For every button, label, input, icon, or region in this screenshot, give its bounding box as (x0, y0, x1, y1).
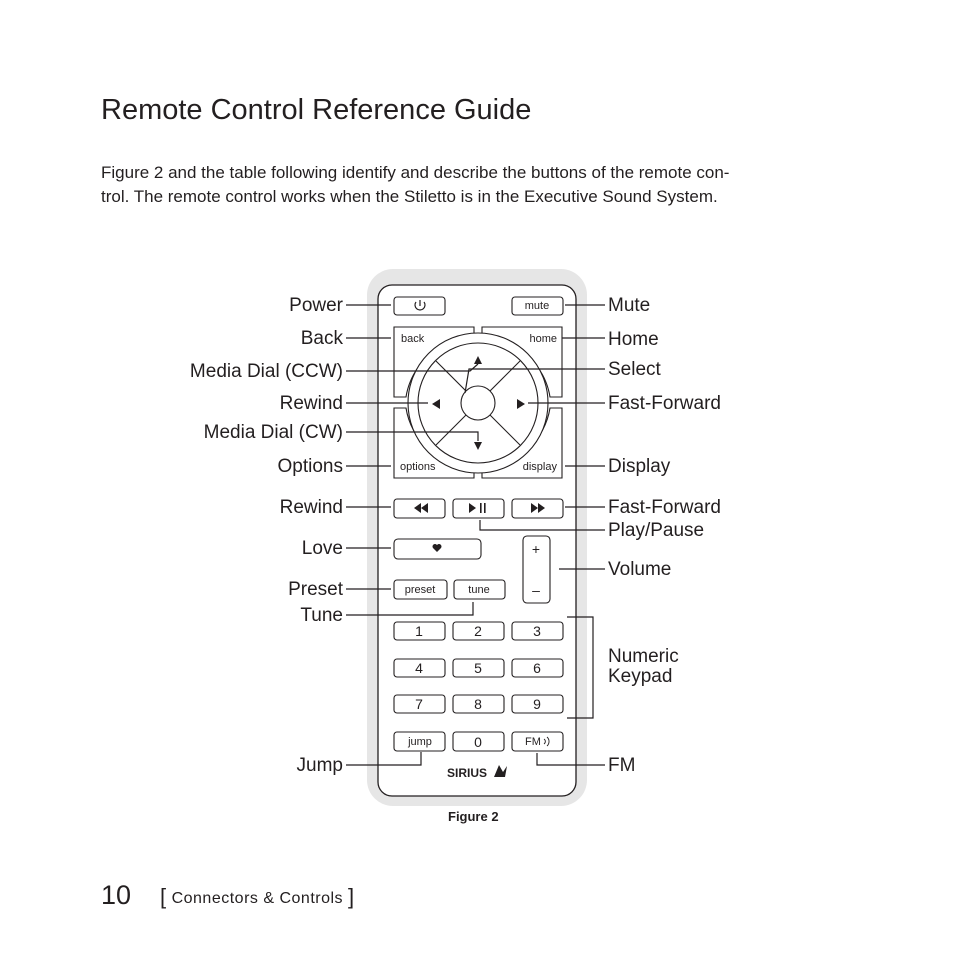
key-label: 7 (415, 696, 423, 712)
key-4[interactable] (393, 658, 446, 678)
tune-button-label: tune (468, 584, 489, 596)
key-7[interactable] (393, 694, 446, 714)
callout-display: Display (608, 456, 671, 477)
section-footer: [ Connectors & Controls ] (160, 883, 355, 909)
key-8[interactable] (452, 694, 505, 714)
fast-forward-icon (531, 503, 545, 513)
key-label: 9 (533, 696, 541, 712)
dial-divider (489, 360, 521, 392)
dial-up-arrow-icon (474, 356, 482, 364)
home-button-label: home (529, 333, 557, 345)
volume-minus-label: – (532, 582, 540, 598)
dial-down-arrow-icon (474, 442, 482, 450)
key-0[interactable] (452, 731, 505, 752)
page-number: 10 (101, 880, 132, 910)
intro-line-1: Figure 2 and the table following identif… (101, 163, 730, 182)
svg-text:SIRIUS: SIRIUS (447, 766, 487, 780)
callout-options: Options (278, 456, 343, 477)
callout-home: Home (608, 329, 659, 350)
callout-keypad: Keypad (608, 666, 672, 687)
play-pause-icon (469, 503, 486, 513)
intro-paragraph: Figure 2 and the table following identif… (101, 161, 841, 209)
callout-preset: Preset (288, 579, 344, 600)
key-0-label: 0 (474, 734, 482, 750)
callout-leaders (346, 304, 605, 766)
callout-fast-forward: Fast-Forward (608, 497, 721, 518)
sirius-logo: SIRIUS (447, 765, 507, 780)
mute-button[interactable] (511, 296, 564, 316)
section-bracket-close: ] (348, 884, 355, 909)
callout-rewind: Rewind (280, 497, 343, 518)
figure-caption: Figure 2 (448, 809, 499, 824)
callout-power: Power (289, 295, 344, 316)
play-pause-button[interactable] (452, 498, 505, 519)
fm-button-label: FM (525, 736, 541, 748)
key-label: 5 (474, 660, 482, 676)
section-bracket-open: [ (160, 884, 167, 909)
key-2[interactable] (452, 621, 505, 641)
options-button-label: options (400, 461, 436, 473)
dial-divider (435, 414, 467, 446)
jump-button[interactable] (393, 731, 446, 752)
key-9[interactable] (511, 694, 564, 714)
key-3[interactable] (511, 621, 564, 641)
callout-jump: Jump (297, 755, 343, 776)
callout-rewind-dial: Rewind (280, 393, 343, 414)
page-title: Remote Control Reference Guide (101, 94, 532, 126)
dial-divider (489, 414, 521, 446)
callout-tune: Tune (300, 605, 343, 626)
dial-divider (435, 360, 467, 392)
volume-plus-label: + (532, 541, 540, 557)
callout-fm: FM (608, 755, 635, 776)
callout-fast-forward-dial: Fast-Forward (608, 393, 721, 414)
key-label: 6 (533, 660, 541, 676)
intro-line-2: trol. The remote control works when the … (101, 187, 718, 206)
volume-rocker[interactable] (522, 535, 551, 604)
key-label: 1 (415, 623, 423, 639)
dial-right-arrow-icon (517, 399, 525, 409)
callout-media-dial-ccw: Media Dial (CCW) (190, 361, 343, 382)
heart-icon (432, 544, 442, 552)
dial-left-arrow-icon (432, 399, 440, 409)
callout-numeric: Numeric (608, 646, 679, 667)
callout-love: Love (302, 538, 343, 559)
section-title: Connectors & Controls (171, 890, 344, 907)
key-label: 8 (474, 696, 482, 712)
fast-forward-button[interactable] (511, 498, 564, 519)
callout-play-pause: Play/Pause (608, 520, 704, 541)
fm-signal-icon (543, 736, 550, 747)
back-button-label: back (401, 333, 425, 345)
power-icon (414, 300, 426, 311)
fm-button[interactable] (511, 731, 564, 752)
preset-button-label: preset (405, 584, 436, 596)
mute-button-label: mute (525, 300, 549, 312)
key-label: 3 (533, 623, 541, 639)
preset-button[interactable] (393, 579, 448, 600)
key-5[interactable] (452, 658, 505, 678)
display-button-label: display (523, 461, 558, 473)
callout-volume: Volume (608, 559, 671, 580)
key-6[interactable] (511, 658, 564, 678)
select-button[interactable] (460, 385, 496, 421)
callout-mute: Mute (608, 295, 650, 316)
key-1[interactable] (393, 621, 446, 641)
key-label: 2 (474, 623, 482, 639)
callout-back: Back (301, 328, 344, 349)
jump-button-label: jump (407, 736, 432, 748)
rewind-icon (414, 503, 428, 513)
callout-media-dial-cw: Media Dial (CW) (204, 422, 343, 443)
tune-button[interactable] (453, 579, 506, 600)
key-label: 4 (415, 660, 423, 676)
callout-select: Select (608, 359, 662, 380)
